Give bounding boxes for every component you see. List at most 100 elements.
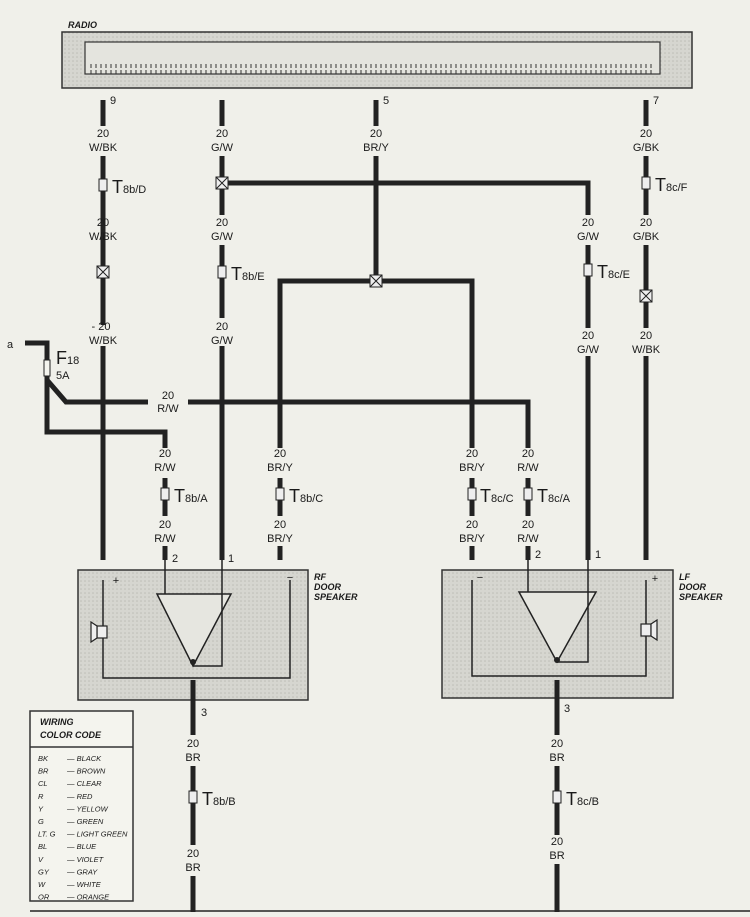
legend-color-name: — ORANGE [66, 893, 110, 902]
legend-color-name: — BROWN [66, 767, 106, 776]
wire-color: W/BK [632, 344, 661, 356]
connectors: T8b/D T8b/E T8c/F T8c/E T8b/A T8b/C T8c/… [98, 175, 688, 809]
legend-code: GY [38, 867, 50, 876]
lf-plus: + [652, 573, 658, 585]
rf-label-1: RF [314, 572, 326, 582]
gauge: 20 [582, 330, 594, 342]
wire-color: BR [549, 752, 564, 764]
pin-label: 2 [172, 553, 178, 565]
connector-t8c-e: T8c/E [583, 262, 630, 282]
gauge: 20 [97, 128, 109, 140]
gauge: 20 [274, 519, 286, 531]
wire-color: W/BK [89, 231, 118, 243]
pin-label: 9 [110, 95, 116, 107]
wiring-color-legend: WIRING COLOR CODE BK — BLACK BR — BROWN CL — … [29, 710, 134, 902]
legend-code: V [38, 855, 44, 864]
splice-icon [96, 265, 110, 279]
svg-text:T8b/E: T8b/E [231, 264, 265, 284]
wire-color: G/W [577, 231, 600, 243]
pin-label: 3 [564, 703, 570, 715]
wire-color: BR/Y [267, 533, 293, 545]
rf-label-3: SPEAKER [314, 592, 358, 602]
gauge: 20 [159, 448, 171, 460]
gauge: 20 [187, 848, 199, 860]
gauge: 20 [582, 217, 594, 229]
pin-numbers: 9 5 7 2 1 2 1 3 3 [110, 95, 659, 719]
rf-door-speaker: + − RF DOOR SPEAKER [77, 560, 358, 701]
wire-color: G/BK [633, 231, 660, 243]
radio-unit: RADIO [61, 20, 693, 89]
connector-t8b-e: T8b/E [217, 264, 265, 284]
speaker-icon [96, 625, 108, 639]
wire-color: W/BK [89, 335, 118, 347]
rf-plus: + [113, 575, 119, 587]
gauge: 20 [187, 738, 199, 750]
wire-color: R/W [517, 462, 539, 474]
fuse-icon [43, 359, 51, 377]
speaker-icon [640, 623, 652, 637]
legend-code: BR [38, 767, 49, 776]
wire-color: BR/Y [267, 462, 293, 474]
wire-color: BR/Y [459, 533, 485, 545]
legend-color-name: — GRAY [66, 867, 98, 876]
legend-code: G [38, 817, 44, 826]
wire-color: G/W [211, 142, 234, 154]
legend-color-name: — VIOLET [66, 855, 105, 864]
legend-code: CL [38, 779, 48, 788]
svg-text:T8c/A: T8c/A [537, 486, 571, 506]
lf-label-1: LF [679, 572, 690, 582]
svg-text:T8c/E: T8c/E [597, 262, 630, 282]
rf-minus: − [287, 572, 293, 584]
lf-label-3: SPEAKER [679, 592, 723, 602]
legend-code: LT. G [38, 830, 56, 839]
pin-label: 2 [535, 549, 541, 561]
splice-icon [215, 176, 229, 190]
legend-code: R [38, 792, 44, 801]
wire-color: BR [185, 862, 200, 874]
gauge: 20 [551, 738, 563, 750]
rf-label-2: DOOR [314, 582, 342, 592]
gauge: 20 [216, 321, 228, 333]
legend-color-name: — BLACK [66, 754, 102, 763]
legend-title: WIRING [40, 717, 74, 727]
gauge: 20 [370, 128, 382, 140]
pin-label: 5 [383, 95, 389, 107]
svg-text:T8c/C: T8c/C [480, 486, 514, 506]
legend-color-name: — RED [66, 792, 93, 801]
legend-title: COLOR CODE [40, 730, 102, 740]
svg-text:T8b/D: T8b/D [112, 177, 146, 197]
svg-text:T8b/A: T8b/A [174, 486, 208, 506]
connector-t8c-c: T8c/C [467, 486, 514, 506]
pin-label: 3 [201, 707, 207, 719]
legend-color-name: — CLEAR [66, 779, 102, 788]
lf-minus: − [477, 572, 483, 584]
gauge: 20 [551, 836, 563, 848]
wire-color: W/BK [89, 142, 118, 154]
splice-icon [369, 274, 383, 288]
legend-code: BK [38, 754, 49, 763]
legend-color-name: — BLUE [66, 842, 97, 851]
connector-t8b-a: T8b/A [160, 486, 208, 506]
gauge: 20 [640, 330, 652, 342]
pin-label: 7 [653, 95, 659, 107]
legend-color-name: — WHITE [66, 880, 102, 889]
gauge: - 20 [92, 321, 111, 333]
wire-color: BR/Y [459, 462, 485, 474]
wire-color: G/W [577, 344, 600, 356]
gauge: 20 [159, 519, 171, 531]
svg-text:T8c/B: T8c/B [566, 789, 599, 809]
radio-title: RADIO [68, 20, 97, 30]
gauge: 20 [466, 448, 478, 460]
wire-color: R/W [154, 533, 176, 545]
splices [43, 176, 653, 377]
legend-code: OR [38, 893, 50, 902]
fuse-f18: a F18 5A [7, 339, 79, 382]
connector-t8c-b: T8c/B [552, 789, 599, 809]
legend-color-name: — LIGHT GREEN [66, 830, 128, 839]
wire-color: BR [185, 752, 200, 764]
gauge: 20 [97, 217, 109, 229]
legend-color-name: — GREEN [66, 817, 104, 826]
wire-color: G/BK [633, 142, 660, 154]
lf-label-2: DOOR [679, 582, 707, 592]
